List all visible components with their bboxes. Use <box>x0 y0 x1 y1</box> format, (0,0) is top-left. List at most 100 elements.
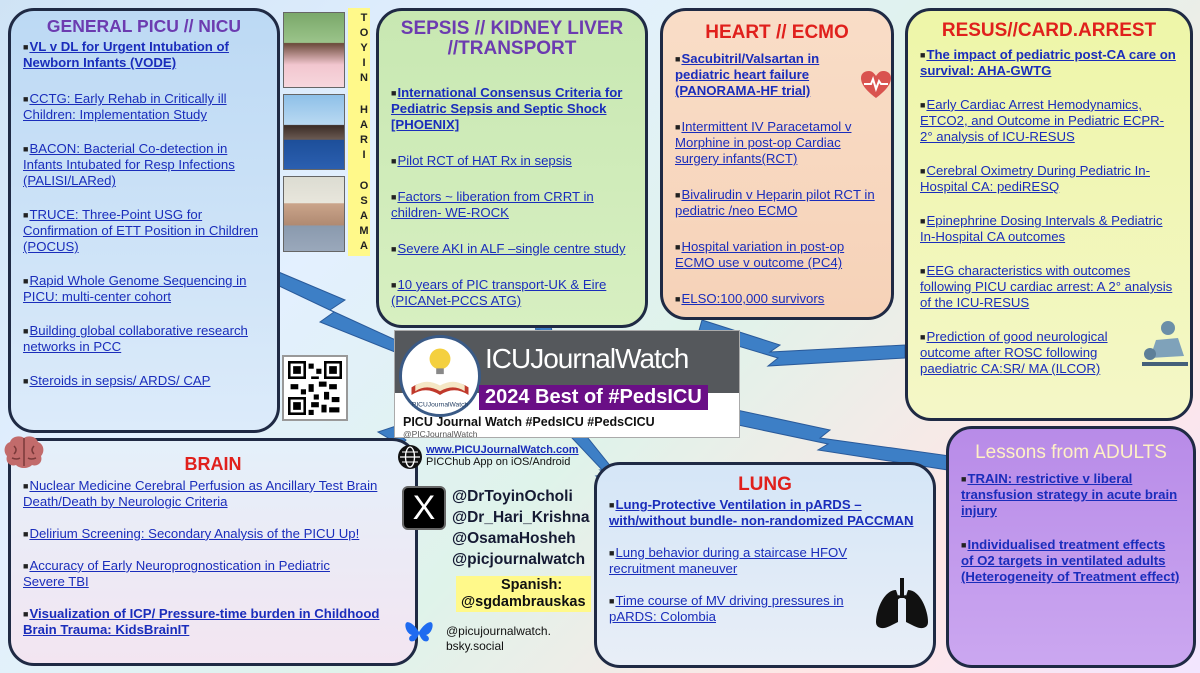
general-picu-panel: GENERAL PICU // NICU ■VL v DL for Urgent… <box>8 8 280 433</box>
list-item[interactable]: ■Factors ~ liberation from CRRT in child… <box>391 189 633 221</box>
lung-panel-title: LUNG <box>738 474 792 495</box>
journal-watch-logo[interactable]: ICUJournalWatch PICUJournalWatch 2024 Be… <box>394 330 740 439</box>
twitter-handles: @DrToyinOcholi @Dr_Hari_Krishna @OsamaHo… <box>452 486 589 570</box>
list-item[interactable]: ■Rapid Whole Genome Sequencing in PICU: … <box>23 273 265 305</box>
list-item[interactable]: ■Delirium Screening: Secondary Analysis … <box>23 526 403 542</box>
list-item[interactable]: ■TRUCE: Three-Point USG for Confirmation… <box>23 207 265 255</box>
list-item[interactable]: ■Building global collaborative research … <box>23 323 265 355</box>
article-link[interactable]: Lung behavior during a staircase HFOV re… <box>609 544 848 576</box>
list-item[interactable]: ■VL v DL for Urgent Intubation of Newbor… <box>23 39 265 71</box>
bullet-icon: ■ <box>609 547 615 558</box>
handle-osama[interactable]: @OsamaHosheh <box>452 530 576 547</box>
bullet-icon: ■ <box>391 279 397 290</box>
article-link[interactable]: Accuracy of Early Neuroprognostication i… <box>23 557 330 589</box>
list-item[interactable]: ■10 years of PIC transport-UK & Eire (PI… <box>391 277 633 309</box>
list-item[interactable]: ■Bivalirudin v Heparin pilot RCT in pedi… <box>675 187 879 219</box>
author-photo-osama <box>283 176 345 252</box>
article-link[interactable]: EEG characteristics with outcomes follow… <box>920 262 1173 310</box>
article-link[interactable]: TRAIN: restrictive v liberal transfusion… <box>961 470 1178 518</box>
list-item[interactable]: ■Sacubitril/Valsartan in pediatric heart… <box>675 51 835 99</box>
list-item[interactable]: ■Nuclear Medicine Cerebral Perfusion as … <box>23 478 403 510</box>
list-item[interactable]: ■Early Cardiac Arrest Hemodynamics, ETCO… <box>920 97 1178 145</box>
brain-panel: BRAIN ■Nuclear Medicine Cerebral Perfusi… <box>8 438 418 666</box>
article-link[interactable]: TRUCE: Three-Point USG for Confirmation … <box>23 207 259 255</box>
bullet-icon: ■ <box>920 165 926 176</box>
article-link[interactable]: 10 years of PIC transport-UK & Eire (PIC… <box>391 276 607 308</box>
bullet-icon: ■ <box>675 189 681 200</box>
list-item[interactable]: ■Time course of MV driving pressures in … <box>609 593 879 625</box>
bluesky-handle[interactable]: @picujournalwatch. bsky.social <box>446 624 551 653</box>
handle-hari[interactable]: @Dr_Hari_Krishna <box>452 509 590 526</box>
handle-picjournalwatch[interactable]: @picjournalwatch <box>452 551 586 568</box>
bullet-icon: ■ <box>961 473 967 484</box>
bullet-icon: ■ <box>391 87 397 98</box>
x-logo-icon[interactable]: X <box>402 486 446 530</box>
handle-toyin[interactable]: @DrToyinOcholi <box>452 488 573 505</box>
bullet-icon: ■ <box>23 480 29 491</box>
list-item[interactable]: ■Severe AKI in ALF –single centre study <box>391 241 633 257</box>
article-link[interactable]: CCTG: Early Rehab in Critically ill Chil… <box>23 91 227 123</box>
list-item[interactable]: ■Steroids in sepsis/ ARDS/ CAP <box>23 373 265 389</box>
list-item[interactable]: ■Individualised treatment effects of O2 … <box>961 537 1181 585</box>
article-link[interactable]: Individualised treatment effects of O2 t… <box>961 536 1180 584</box>
bullet-icon: ■ <box>920 331 926 342</box>
article-link[interactable]: VL v DL for Urgent Intubation of Newborn… <box>23 39 229 71</box>
article-link[interactable]: Hospital variation in post-op ECMO use v… <box>675 238 845 270</box>
list-item[interactable]: ■BACON: Bacterial Co-detection in Infant… <box>23 141 265 189</box>
bullet-icon: ■ <box>675 121 681 132</box>
adults-lessons-panel: Lessons from ADULTS ■TRAIN: restrictive … <box>946 426 1196 668</box>
list-item[interactable]: ■TRAIN: restrictive v liberal transfusio… <box>961 471 1181 519</box>
list-item[interactable]: ■Cerebral Oximetry During Pediatric In-H… <box>920 163 1178 195</box>
best-of-banner: 2024 Best of #PedsICU <box>479 385 708 410</box>
list-item[interactable]: ■Hospital variation in post-op ECMO use … <box>675 239 879 271</box>
article-link[interactable]: ELSO:100,000 survivors <box>681 290 825 306</box>
list-item[interactable]: ■Lung-Protective Ventilation in pARDS – … <box>609 497 921 529</box>
qr-code-icon <box>288 361 342 415</box>
website-link[interactable]: www.PICUJournalWatch.com <box>426 444 579 456</box>
globe-icon <box>398 445 422 469</box>
article-link[interactable]: Nuclear Medicine Cerebral Perfusion as A… <box>23 477 378 509</box>
list-item[interactable]: ■Accuracy of Early Neuroprognostication … <box>23 558 363 590</box>
list-item[interactable]: ■Pilot RCT of HAT Rx in sepsis <box>391 153 633 169</box>
general-panel-title: GENERAL PICU // NICU <box>46 16 242 36</box>
article-link[interactable]: Pilot RCT of HAT Rx in sepsis <box>397 152 572 168</box>
list-item[interactable]: ■ELSO:100,000 survivors <box>675 291 879 307</box>
article-link[interactable]: Sacubitril/Valsartan in pediatric heart … <box>675 50 820 98</box>
list-item[interactable]: ■Intermittent IV Paracetamol v Morphine … <box>675 119 879 167</box>
list-item[interactable]: ■Prediction of good neurological outcome… <box>920 329 1140 377</box>
list-item[interactable]: ■International Consensus Criteria for Pe… <box>391 85 633 133</box>
article-link[interactable]: International Consensus Criteria for Ped… <box>391 84 623 132</box>
article-link[interactable]: Lung-Protective Ventilation in pARDS – w… <box>609 496 914 528</box>
article-link[interactable]: Delirium Screening: Secondary Analysis o… <box>29 525 360 541</box>
article-link[interactable]: Factors ~ liberation from CRRT in childr… <box>391 188 594 220</box>
article-link[interactable]: Rapid Whole Genome Sequencing in PICU: m… <box>23 273 247 305</box>
bullet-icon: ■ <box>609 595 615 606</box>
article-link[interactable]: Intermittent IV Paracetamol v Morphine i… <box>675 118 852 166</box>
article-link[interactable]: Building global collaborative research n… <box>23 323 248 355</box>
article-link[interactable]: The impact of pediatric post-CA care on … <box>920 46 1176 78</box>
list-item[interactable]: ■Lung behavior during a staircase HFOV r… <box>609 545 849 577</box>
article-link[interactable]: Epinephrine Dosing Intervals & Pediatric… <box>920 212 1163 244</box>
spanish-handle[interactable]: @sgdambrauskas <box>461 594 586 610</box>
lung-panel: LUNG ■Lung-Protective Ventilation in pAR… <box>594 462 936 668</box>
spanish-contact: Spanish: @sgdambrauskas <box>456 576 591 612</box>
article-link[interactable]: Time course of MV driving pressures in p… <box>609 592 844 624</box>
list-item[interactable]: ■Epinephrine Dosing Intervals & Pediatri… <box>920 213 1178 245</box>
bullet-icon: ■ <box>23 94 29 105</box>
article-link[interactable]: Steroids in sepsis/ ARDS/ CAP <box>29 373 211 389</box>
article-link[interactable]: Prediction of good neurological outcome … <box>920 328 1108 376</box>
spanish-label: Spanish: <box>501 577 563 593</box>
bullet-icon: ■ <box>23 326 29 337</box>
article-link[interactable]: Bivalirudin v Heparin pilot RCT in pedia… <box>675 186 875 218</box>
article-link[interactable]: BACON: Bacterial Co-detection in Infants… <box>23 141 235 189</box>
article-link[interactable]: Cerebral Oximetry During Pediatric In-Ho… <box>920 162 1150 194</box>
article-link[interactable]: Severe AKI in ALF –single centre study <box>397 240 626 256</box>
list-item[interactable]: ■Visualization of ICP/ Pressure-time bur… <box>23 606 403 638</box>
list-item[interactable]: ■The impact of pediatric post-CA care on… <box>920 47 1178 79</box>
list-item[interactable]: ■EEG characteristics with outcomes follo… <box>920 263 1178 311</box>
qr-code[interactable] <box>282 355 348 421</box>
article-link[interactable]: Visualization of ICP/ Pressure-time burd… <box>23 605 380 637</box>
article-link[interactable]: Early Cardiac Arrest Hemodynamics, ETCO2… <box>920 96 1165 144</box>
heart-rate-icon <box>861 71 891 98</box>
list-item[interactable]: ■CCTG: Early Rehab in Critically ill Chi… <box>23 91 265 123</box>
